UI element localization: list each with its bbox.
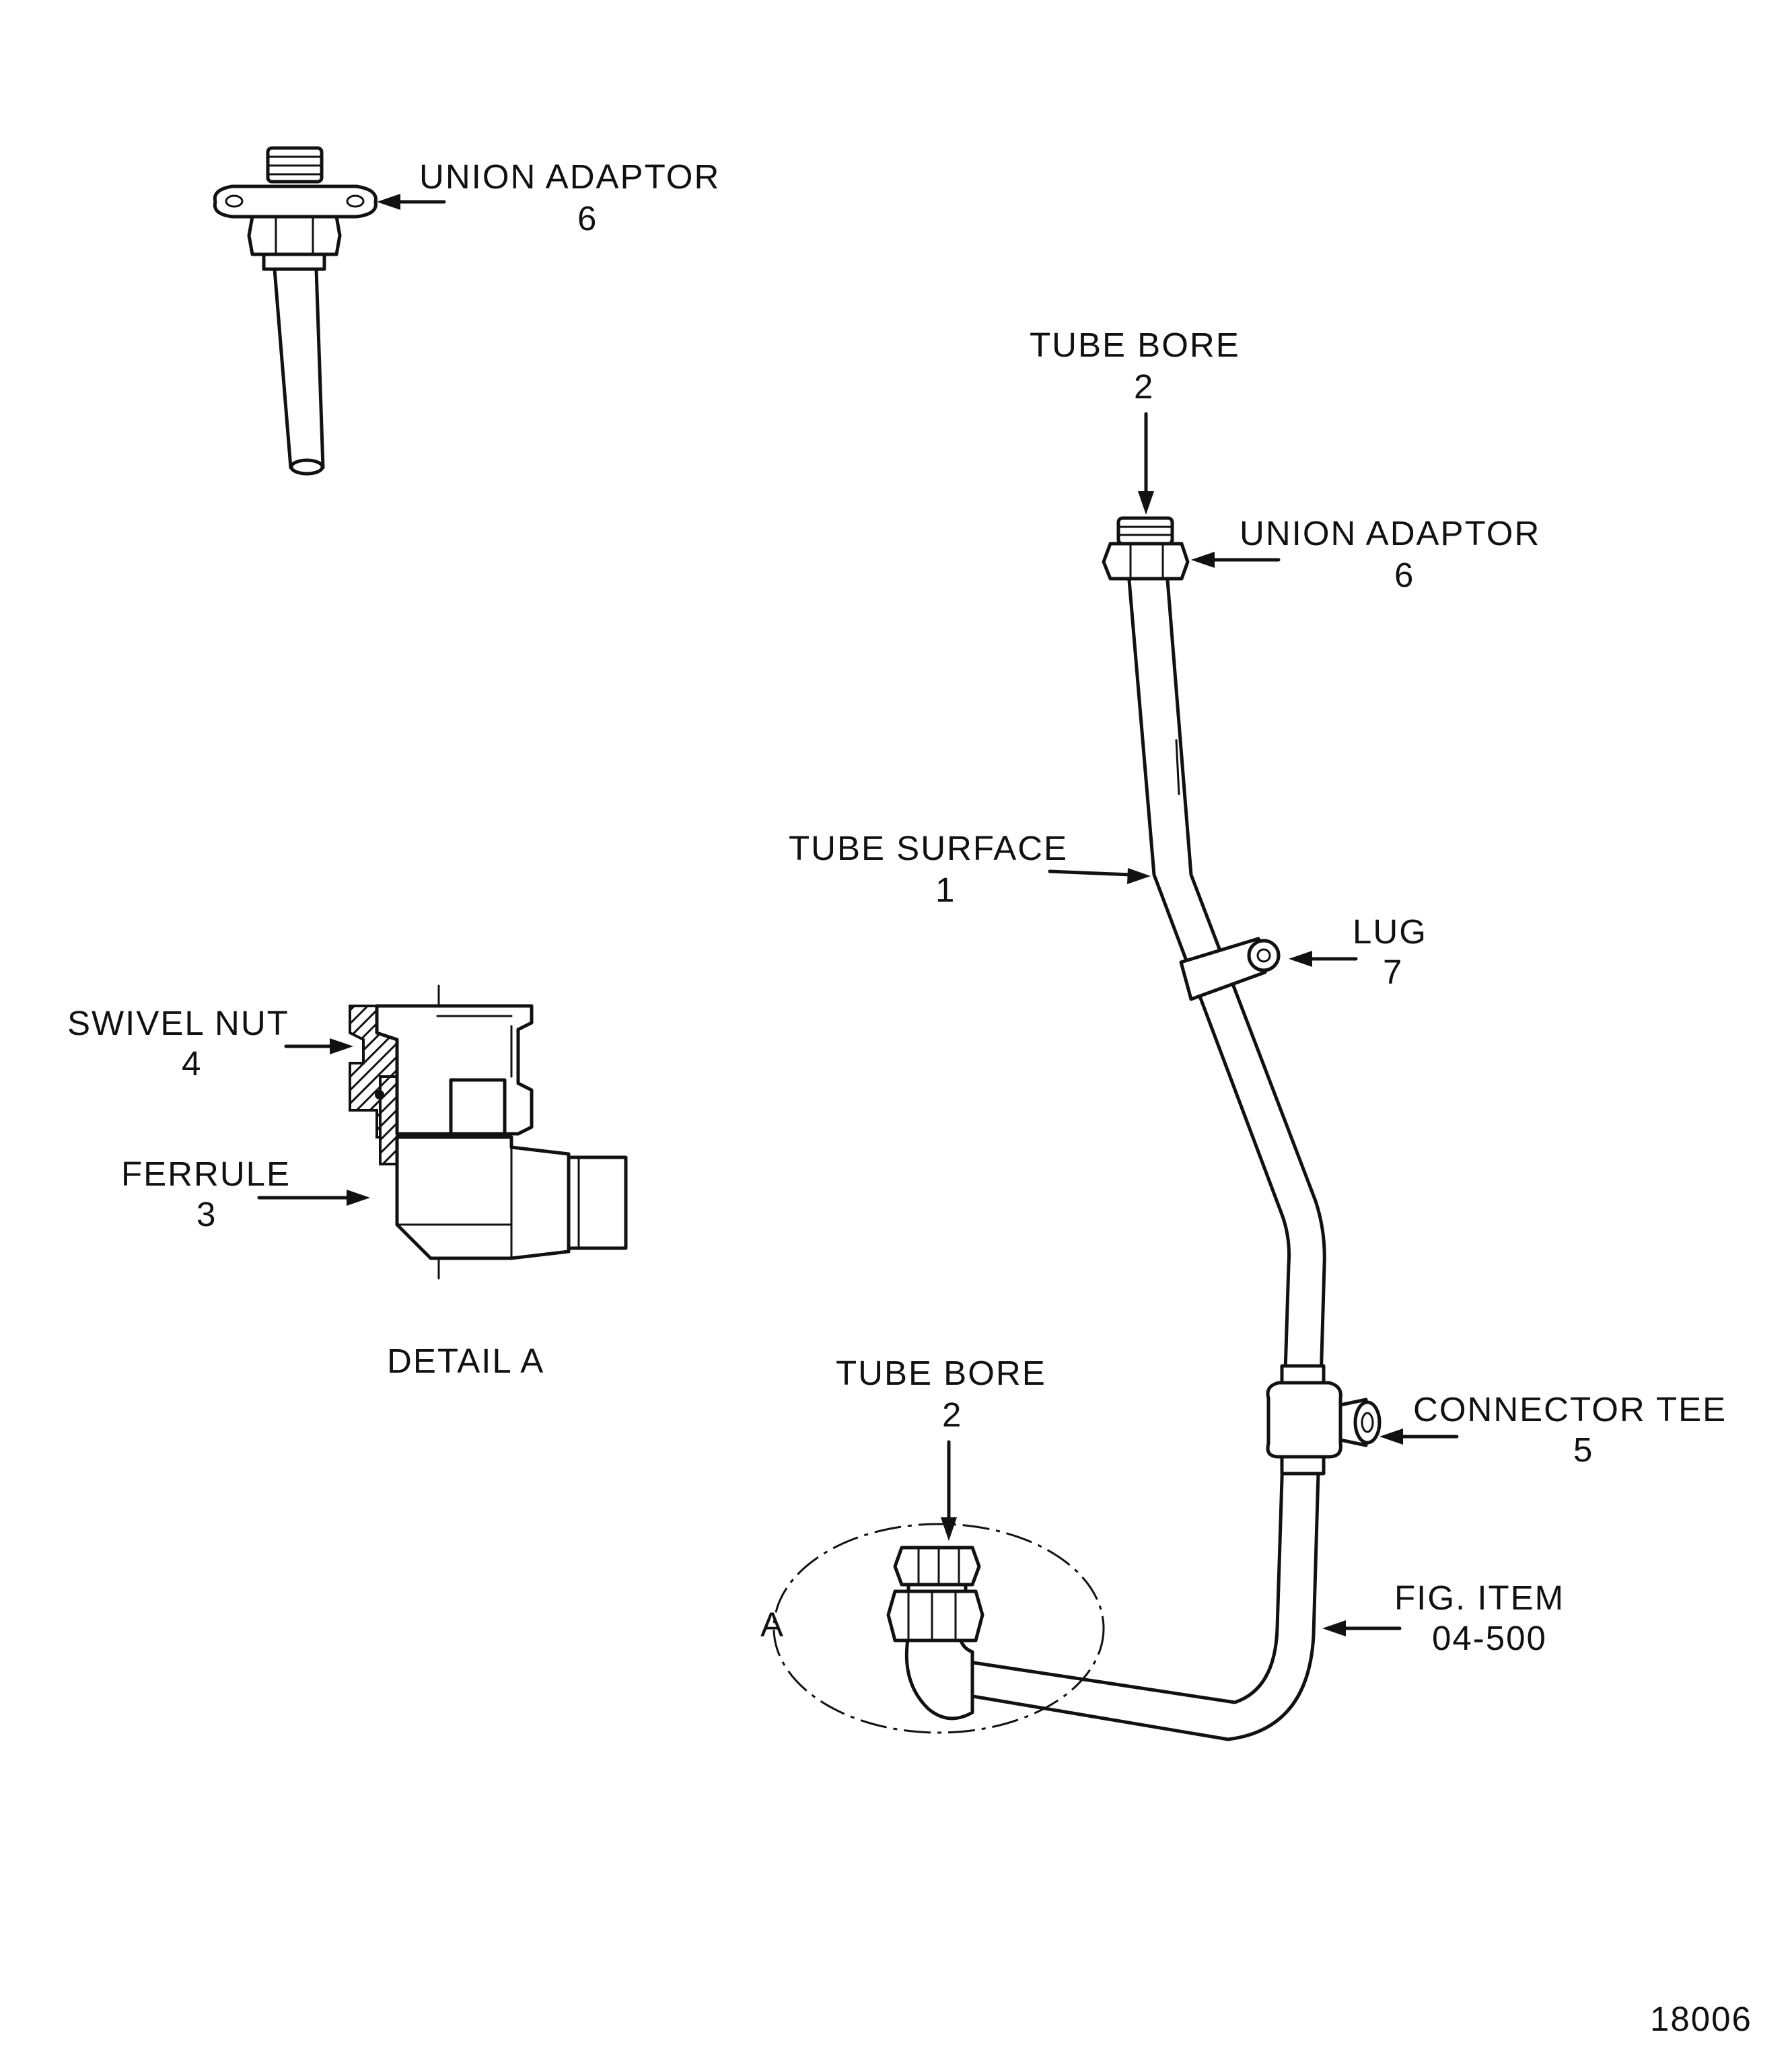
union-adaptor-right-number: 6: [1394, 556, 1414, 594]
figure-number: 18006: [1650, 2000, 1752, 2038]
ferrule-number: 3: [196, 1195, 217, 1233]
leader-arrows: [257, 194, 1459, 1636]
fig-item-number: 04-500: [1432, 1619, 1547, 1657]
fig-item-label: FIG. ITEM: [1394, 1579, 1565, 1617]
tube-bore-bottom-label: TUBE BORE: [836, 1354, 1046, 1392]
detail-a-drawing: [349, 984, 628, 1280]
tube-bore-top-number: 2: [1134, 367, 1154, 406]
lug-label: LUG: [1353, 912, 1427, 951]
tube-surface-label: TUBE SURFACE: [789, 829, 1068, 867]
ferrule-label: FERRULE: [121, 1155, 291, 1193]
swivel-nut-label: SWIVEL NUT: [67, 1004, 289, 1042]
detail-a-title: DETAIL A: [387, 1342, 544, 1380]
tube-bore-top-label: TUBE BORE: [1030, 326, 1240, 364]
detail-a-ellipse: [773, 1523, 1105, 1734]
lug-number: 7: [1383, 953, 1403, 991]
tube-bore-bottom-number: 2: [942, 1396, 962, 1434]
detail-a-marker: A: [760, 1605, 785, 1644]
union-adaptor-right-label: UNION ADAPTOR: [1240, 514, 1540, 552]
connector-tee-number: 5: [1573, 1431, 1593, 1469]
tube-surface-number: 1: [935, 871, 956, 909]
connector-tee-label: CONNECTOR TEE: [1413, 1390, 1727, 1429]
union-adaptor-top-left-label: UNION ADAPTOR: [419, 157, 720, 196]
union-adaptor-part-top-left: [213, 146, 378, 476]
main-tube-assembly: [773, 516, 1382, 1741]
swivel-nut-number: 4: [182, 1044, 202, 1083]
union-adaptor-top-left-number: 6: [577, 199, 598, 238]
